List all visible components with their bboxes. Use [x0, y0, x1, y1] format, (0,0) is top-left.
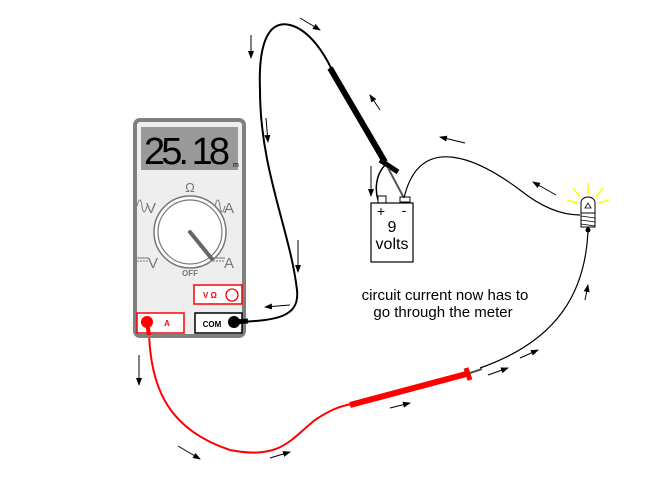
- bulb-to-probe-wire: [479, 231, 589, 369]
- red-probe: [349, 370, 471, 408]
- meter-reading: 25. 18: [144, 131, 230, 173]
- dial-ohm-label: Ω: [185, 180, 195, 195]
- jack-com-label: COM: [203, 320, 222, 329]
- light-bulb: [566, 183, 610, 233]
- battery-voltage: 9: [388, 219, 397, 236]
- multimeter: 25. 18 m Ω V A V A OFF V Ω A COM: [133, 118, 249, 338]
- jack-amp-label: A: [164, 319, 170, 328]
- red-lead-wire: [148, 329, 353, 454]
- caption-line-2: go through the meter: [373, 304, 512, 321]
- dial-dc-amp-label: A: [224, 255, 234, 272]
- meter-display: [141, 127, 238, 170]
- dial-dc-volt-label: V: [148, 255, 158, 272]
- black-probe: [327, 66, 388, 164]
- current-flow-arrows: [136, 17, 590, 460]
- dial-ac-amp-label: A: [224, 200, 234, 217]
- dial-ac-volt-label: V: [146, 200, 156, 217]
- battery-to-bulb-wire: [403, 156, 581, 216]
- battery-plus: +: [377, 203, 385, 219]
- jack-volt-ohm-label: V Ω: [203, 291, 218, 300]
- battery-minus: -: [402, 202, 407, 218]
- battery-unit: volts: [376, 236, 409, 253]
- dial-off-label: OFF: [182, 269, 198, 278]
- battery: + - 9 volts: [370, 195, 414, 263]
- meter-unit: m: [233, 162, 239, 169]
- black-lead-wire: [239, 23, 333, 323]
- dial-pointer: [188, 230, 214, 261]
- caption-line-1: circuit current now has to: [362, 287, 529, 304]
